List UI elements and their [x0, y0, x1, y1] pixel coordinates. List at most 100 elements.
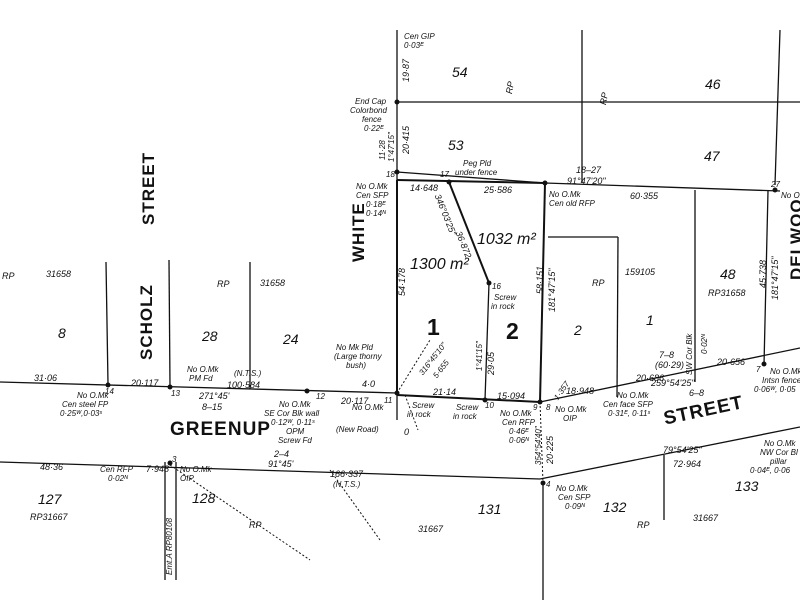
lot-132: 132: [603, 499, 627, 515]
dimension: 21·14: [433, 387, 457, 397]
dimension: 8–15: [202, 402, 223, 412]
note: Cen GIP: [404, 32, 435, 41]
survey-mark-8: [542, 180, 548, 186]
boundary-lot1-lot2-north: [396, 179, 546, 184]
note: No O.Mk: [187, 365, 219, 374]
plan-ref: RP: [217, 279, 230, 289]
dimension: 31·06: [34, 373, 58, 383]
note: in rock: [491, 302, 515, 311]
station-number: 3: [172, 455, 177, 464]
dimension: 18·948: [566, 386, 595, 396]
lot-54: 54: [452, 64, 468, 80]
lot-28: 28: [202, 328, 218, 344]
lot-1-east: 1: [646, 312, 654, 328]
greenup-street-label: GREENUP: [170, 419, 271, 440]
dimension: 20·117: [341, 396, 369, 406]
note: No O.Mk: [770, 367, 800, 376]
note: Cen RFP: [502, 418, 535, 427]
dimension: 166·337: [330, 469, 364, 479]
survey-mark-10: [482, 397, 488, 403]
note: 0·25ᵂ,0·03ˢ: [60, 409, 102, 418]
dimension: 54·178: [397, 267, 407, 296]
note: under fence: [455, 168, 498, 177]
scholz-street-label-street: STREET: [139, 151, 158, 225]
dimension: 20·117: [131, 378, 159, 388]
note: Intsn fence: [762, 376, 800, 385]
delwood-street-label: DELWOO: [787, 198, 800, 280]
lot-frontage-1-2: [396, 394, 541, 403]
note: 0·31ᴱ, 0·11ˢ: [608, 409, 651, 418]
dimension: 7–8: [659, 350, 675, 360]
lot-131: 131: [478, 501, 502, 517]
boundary-47-south: [544, 182, 781, 192]
dimension: 72·964: [673, 459, 702, 469]
note: bush): [346, 361, 367, 370]
note: End Cap: [355, 97, 387, 106]
survey-mark-27: [772, 187, 778, 193]
dimension: 6–8: [689, 388, 705, 398]
dimension: 25·586: [484, 185, 513, 195]
station-number: 9: [533, 403, 538, 412]
dimension: 60·355: [630, 191, 659, 201]
dimension: 1°41'15": [475, 341, 484, 371]
note: 0·46ᴱ: [509, 427, 529, 436]
lot-133: 133: [735, 478, 759, 494]
note: 0·12ᵂ, 0·11ˢ: [271, 418, 315, 427]
dimension: 45·738: [758, 259, 768, 288]
lot-1: 1: [427, 314, 440, 340]
note: Colorbond: [350, 106, 387, 115]
dimension: 20·225: [545, 435, 555, 464]
dimension: 19·87: [401, 58, 411, 82]
dimension: 48·36: [40, 462, 64, 472]
note: Screw: [494, 293, 517, 302]
note: No O.Mk: [764, 439, 796, 448]
dimension: 11·28: [378, 140, 387, 160]
boundary-46-east: [774, 29, 781, 186]
plan-ref: RP: [637, 520, 650, 530]
easement-note: Emt.A RP80108: [165, 517, 174, 575]
plan-ref: RP: [592, 278, 605, 288]
station-number: 8: [546, 403, 551, 412]
station-number: 10: [485, 401, 494, 410]
boundary-lot8-east: [105, 261, 109, 385]
dimension: 271°45': [199, 391, 230, 401]
note: SE Cor Blk wall: [264, 409, 320, 418]
plan-ref: RP31658: [708, 288, 746, 298]
note: OPM: [286, 427, 305, 436]
dimension: 20·686: [636, 373, 665, 383]
boundary-lot2-east: [539, 182, 546, 403]
lot-53: 53: [448, 137, 464, 153]
survey-mark-7: [761, 361, 767, 367]
note: No O.Mk: [356, 182, 388, 191]
dimension: 4·0: [362, 379, 376, 389]
note: No O.Mk: [180, 465, 212, 474]
note: in rock: [453, 412, 477, 421]
note: fence: [362, 115, 382, 124]
boundary-lot28-west: [168, 259, 171, 387]
plan-ref: 31667: [693, 513, 719, 523]
note: No O.Mk: [556, 484, 588, 493]
station-number: 27: [771, 180, 780, 189]
note: Screw: [456, 403, 479, 412]
dimension: 1°47'15": [387, 132, 396, 162]
dimension: 91°47'20": [567, 176, 606, 186]
note: (New Road): [336, 425, 379, 434]
station-number: 16: [492, 282, 501, 291]
survey-mark-11: [394, 390, 400, 396]
lot-47: 47: [704, 148, 720, 164]
note: 0·18ᴱ: [366, 200, 386, 209]
note: 0·02ᴺ: [108, 474, 128, 483]
note: SW Cor Blk: [685, 333, 694, 375]
lot-128: 128: [192, 490, 216, 506]
survey-mark-18: [394, 169, 400, 175]
greenup-south-east: [539, 426, 800, 480]
station-number: 17: [440, 170, 449, 179]
tie-line-11: [396, 339, 431, 394]
note: OIP: [563, 414, 577, 423]
greenup-north-east: [539, 347, 800, 403]
note: PM Fd: [189, 374, 213, 383]
note: Screw Fd: [278, 436, 312, 445]
survey-mark-12: [304, 388, 310, 394]
note: No O.Mk: [781, 191, 800, 200]
tie-line-9-4: [539, 401, 544, 484]
